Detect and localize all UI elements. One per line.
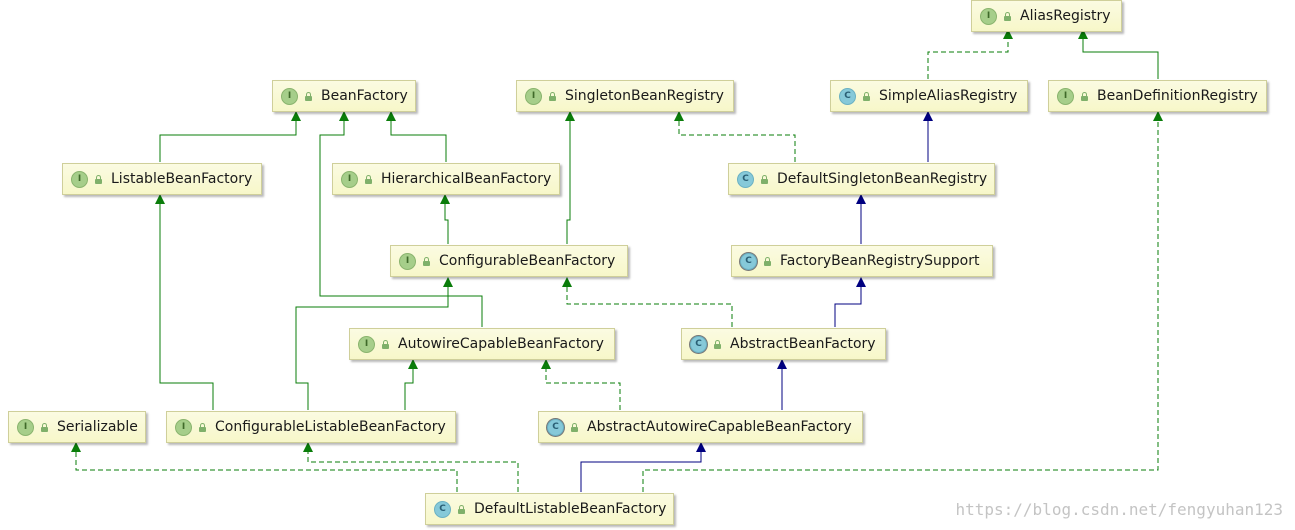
edge-simplealiasregistry-aliasregistry [927,29,1013,79]
node-configurable-listable-bean-factory[interactable]: I ConfigurableListableBeanFactory [166,411,456,443]
public-lock-icon [763,256,772,266]
node-configurable-bean-factory[interactable]: I ConfigurableBeanFactory [390,245,628,277]
class-icon: C [839,87,856,105]
interface-icon: I [980,7,997,25]
interface-icon: I [341,170,358,188]
interface-icon: I [1057,87,1074,105]
node-label: ConfigurableBeanFactory [439,253,616,269]
interface-icon: I [175,418,192,436]
node-bean-factory[interactable]: I BeanFactory [272,80,416,112]
node-hierarchical-bean-factory[interactable]: I HierarchicalBeanFactory [332,163,560,195]
public-lock-icon [364,174,373,184]
node-factory-bean-registry-support[interactable]: C FactoryBeanRegistrySupport [731,245,993,277]
interface-icon: I [358,335,375,353]
abstract-class-icon: C [547,418,564,436]
class-icon: C [737,170,754,188]
interface-icon: I [399,252,416,270]
node-singleton-bean-registry[interactable]: I SingletonBeanRegistry [516,80,734,112]
edge-autowirecapablebeanfactory-beanfactory [319,111,483,327]
node-simple-alias-registry[interactable]: C SimpleAliasRegistry [830,80,1028,112]
node-label: BeanFactory [321,88,408,104]
public-lock-icon [94,174,103,184]
node-label: Serializable [57,419,138,435]
node-label: AbstractBeanFactory [730,336,876,352]
node-bean-definition-registry[interactable]: I BeanDefinitionRegistry [1048,80,1267,112]
public-lock-icon [422,256,431,266]
node-default-listable-bean-factory[interactable]: C DefaultListableBeanFactory [425,493,674,525]
node-label: FactoryBeanRegistrySupport [780,253,980,269]
public-lock-icon [304,91,313,101]
edge-hierarchicalbeanfactory-beanfactory [386,111,447,162]
node-autowire-capable-bean-factory[interactable]: I AutowireCapableBeanFactory [349,328,615,360]
edge-configurablebeanfactory-singletonbeanregistry [565,111,575,244]
watermark: https://blog.csdn.net/fengyuhan123 [955,500,1283,519]
node-label: AliasRegistry [1020,8,1111,24]
abstract-class-icon: C [690,335,707,353]
node-label: SingletonBeanRegistry [565,88,724,104]
public-lock-icon [760,174,769,184]
edge-abstractautowire-autowirecapable [541,359,621,410]
node-label: AbstractAutowireCapableBeanFactory [587,419,852,435]
edge-abstractbeanfactory-configurablebeanfactory [562,277,733,327]
node-label: ConfigurableListableBeanFactory [215,419,446,435]
edge-configurablelistable-configurablebeanfactory [295,277,453,410]
public-lock-icon [862,91,871,101]
node-label: SimpleAliasRegistry [879,88,1018,104]
edge-defaultsingletonbeanregistry-singletonbeanregistry [674,111,796,162]
edge-defaultlistable-configurablelistable [303,442,519,492]
node-label: BeanDefinitionRegistry [1097,88,1258,104]
interface-icon: I [71,170,88,188]
edge-configurablelistable-listablebeanfactory [155,194,214,410]
node-label: AutowireCapableBeanFactory [398,336,604,352]
edge-configurablebeanfactory-hierarchicalbeanfactory [440,194,450,244]
edge-configurablelistable-autowirecapable [404,359,418,410]
edge-defaultlistable-serializable [71,442,458,492]
node-default-singleton-bean-registry[interactable]: C DefaultSingletonBeanRegistry [728,163,995,195]
node-label: DefaultSingletonBeanRegistry [777,171,988,187]
public-lock-icon [198,422,207,432]
edge-defaultlistable-beandefinitionregistry [642,111,1163,492]
node-label: HierarchicalBeanFactory [381,171,552,187]
edge-defaultlistable-abstractautowire [580,442,706,492]
public-lock-icon [381,339,390,349]
interface-icon: I [17,418,34,436]
public-lock-icon [713,339,722,349]
node-serializable[interactable]: I Serializable [8,411,146,443]
node-alias-registry[interactable]: I AliasRegistry [971,0,1122,32]
edge-listablebeanfactory-beanfactory [159,111,301,162]
node-label: DefaultListableBeanFactory [474,501,667,517]
interface-icon: I [525,87,542,105]
edge-beandefinitionregistry-aliasregistry [1078,29,1159,79]
public-lock-icon [1080,91,1089,101]
abstract-class-icon: C [740,252,757,270]
node-abstract-bean-factory[interactable]: C AbstractBeanFactory [681,328,886,360]
public-lock-icon [40,422,49,432]
public-lock-icon [1003,11,1012,21]
public-lock-icon [548,91,557,101]
public-lock-icon [457,504,466,514]
class-icon: C [434,500,451,518]
public-lock-icon [570,422,579,432]
edge-abstractbeanfactory-factorybeanregistrysupport [834,277,866,327]
node-listable-bean-factory[interactable]: I ListableBeanFactory [62,163,262,195]
node-label: ListableBeanFactory [111,171,253,187]
node-abstract-autowire-capable-bean-factory[interactable]: C AbstractAutowireCapableBeanFactory [538,411,863,443]
interface-icon: I [281,87,298,105]
